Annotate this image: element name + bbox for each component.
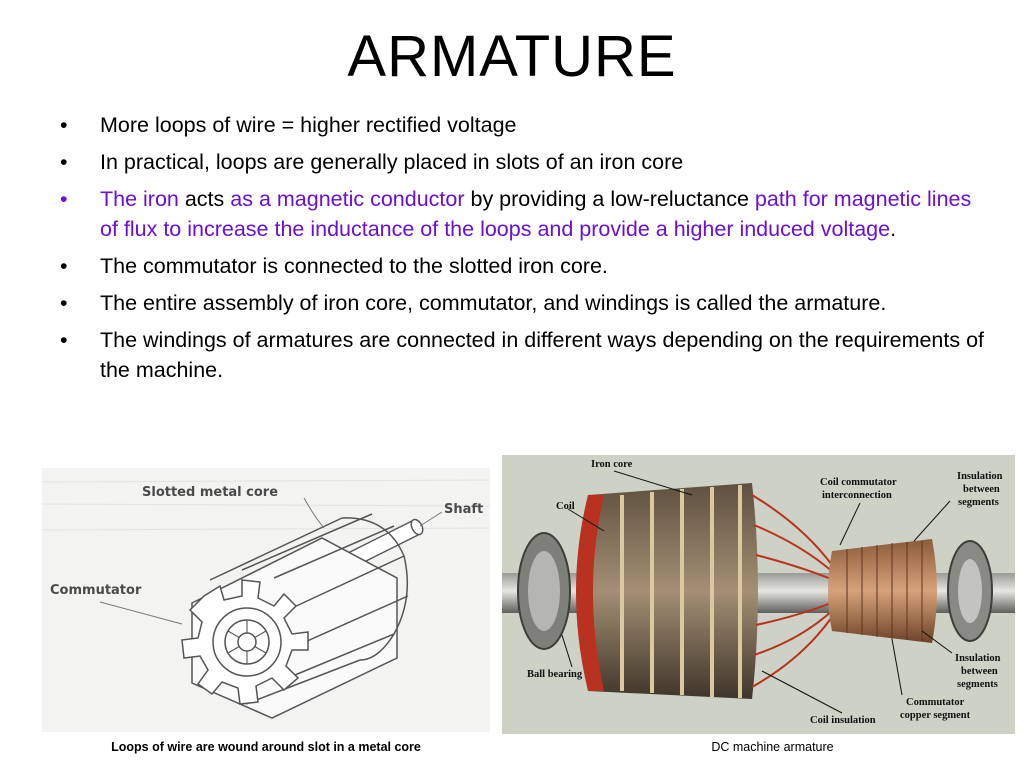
leader-line bbox=[761, 670, 843, 714]
label-commutator-copper: Commutator bbox=[906, 697, 965, 708]
leader-line bbox=[303, 497, 325, 529]
bullet-list: • More loops of wire = higher rectified … bbox=[58, 110, 988, 392]
bullet-marker: • bbox=[60, 291, 68, 315]
bullet-text: acts bbox=[178, 187, 231, 211]
bullet-item: • The entire assembly of iron core, comm… bbox=[58, 288, 988, 318]
dc-armature-illustration: Iron core Coil Coil commutator interconn… bbox=[502, 455, 1015, 734]
slotted-core-drawing: Slotted metal core Shaft Commutator bbox=[42, 479, 490, 719]
label-interconnection: interconnection bbox=[822, 490, 892, 501]
leader-line bbox=[567, 508, 605, 532]
bullet-marker: • bbox=[60, 150, 68, 174]
label-iron-core: Iron core bbox=[591, 459, 633, 470]
label-between-bottom: between bbox=[961, 666, 998, 677]
bullet-item-highlighted: • The iron acts as a magnetic conductor … bbox=[58, 184, 988, 244]
label-shaft: Shaft bbox=[444, 502, 483, 517]
highlight-text: The iron bbox=[100, 187, 179, 211]
bullet-item: • The commutator is connected to the slo… bbox=[58, 251, 988, 281]
bullet-marker: • bbox=[60, 328, 68, 352]
bullet-item: • More loops of wire = higher rectified … bbox=[58, 110, 988, 140]
bullet-marker: • bbox=[60, 113, 68, 137]
coil-end bbox=[576, 495, 604, 691]
bullet-marker: • bbox=[60, 187, 68, 211]
label-segments-bottom: segments bbox=[957, 679, 998, 690]
bullet-text: The commutator is connected to the slott… bbox=[100, 254, 608, 278]
label-coil-insulation: Coil insulation bbox=[810, 715, 876, 726]
label-coil: Coil bbox=[556, 501, 575, 512]
label-commutator: Commutator bbox=[50, 583, 142, 598]
label-coil-commutator: Coil commutator bbox=[820, 477, 897, 488]
bullet-text: . bbox=[890, 217, 897, 241]
leader-line bbox=[561, 634, 573, 668]
label-ball-bearing: Ball bearing bbox=[527, 669, 583, 680]
label-insulation-bottom: Insulation bbox=[955, 653, 1001, 664]
label-insulation-top: Insulation bbox=[957, 471, 1003, 482]
iron-core bbox=[580, 483, 758, 699]
slide-title: ARMATURE bbox=[347, 24, 677, 89]
label-copper-segment: copper segment bbox=[900, 710, 971, 721]
bullet-text: The windings of armatures are connected … bbox=[100, 328, 985, 382]
caption-dc-armature: DC machine armature bbox=[711, 740, 834, 754]
commutator bbox=[828, 539, 937, 643]
slotted-core-figure: Slotted metal core Shaft Commutator bbox=[42, 468, 490, 732]
bullet-item: • In practical, loops are generally plac… bbox=[58, 147, 988, 177]
leader-line bbox=[839, 502, 861, 546]
highlight-text: as a magnetic conductor bbox=[230, 187, 465, 211]
bullet-text: by providing a low-reluctance bbox=[464, 187, 755, 211]
dc-armature-figure: Iron core Coil Coil commutator interconn… bbox=[502, 455, 1015, 734]
highlight-text: path for magnetic lines of flux to incre… bbox=[100, 187, 972, 241]
label-between-top: between bbox=[963, 484, 1000, 495]
caption-slotted-core: Loops of wire are wound around slot in a… bbox=[111, 740, 421, 754]
bullet-text: More loops of wire = higher rectified vo… bbox=[100, 113, 517, 137]
leader-line bbox=[99, 601, 183, 625]
label-slotted-core: Slotted metal core bbox=[142, 485, 278, 500]
leader-line bbox=[419, 511, 443, 527]
leader-line bbox=[613, 470, 693, 496]
bullet-text: The entire assembly of iron core, commut… bbox=[100, 291, 887, 315]
leader-line bbox=[921, 630, 953, 654]
leader-line bbox=[891, 638, 903, 696]
bullet-text: In practical, loops are generally placed… bbox=[100, 150, 684, 174]
bullet-marker: • bbox=[60, 254, 68, 278]
leader-line bbox=[913, 500, 951, 542]
bullet-item: • The windings of armatures are connecte… bbox=[58, 325, 988, 385]
label-segments-top: segments bbox=[958, 497, 999, 508]
